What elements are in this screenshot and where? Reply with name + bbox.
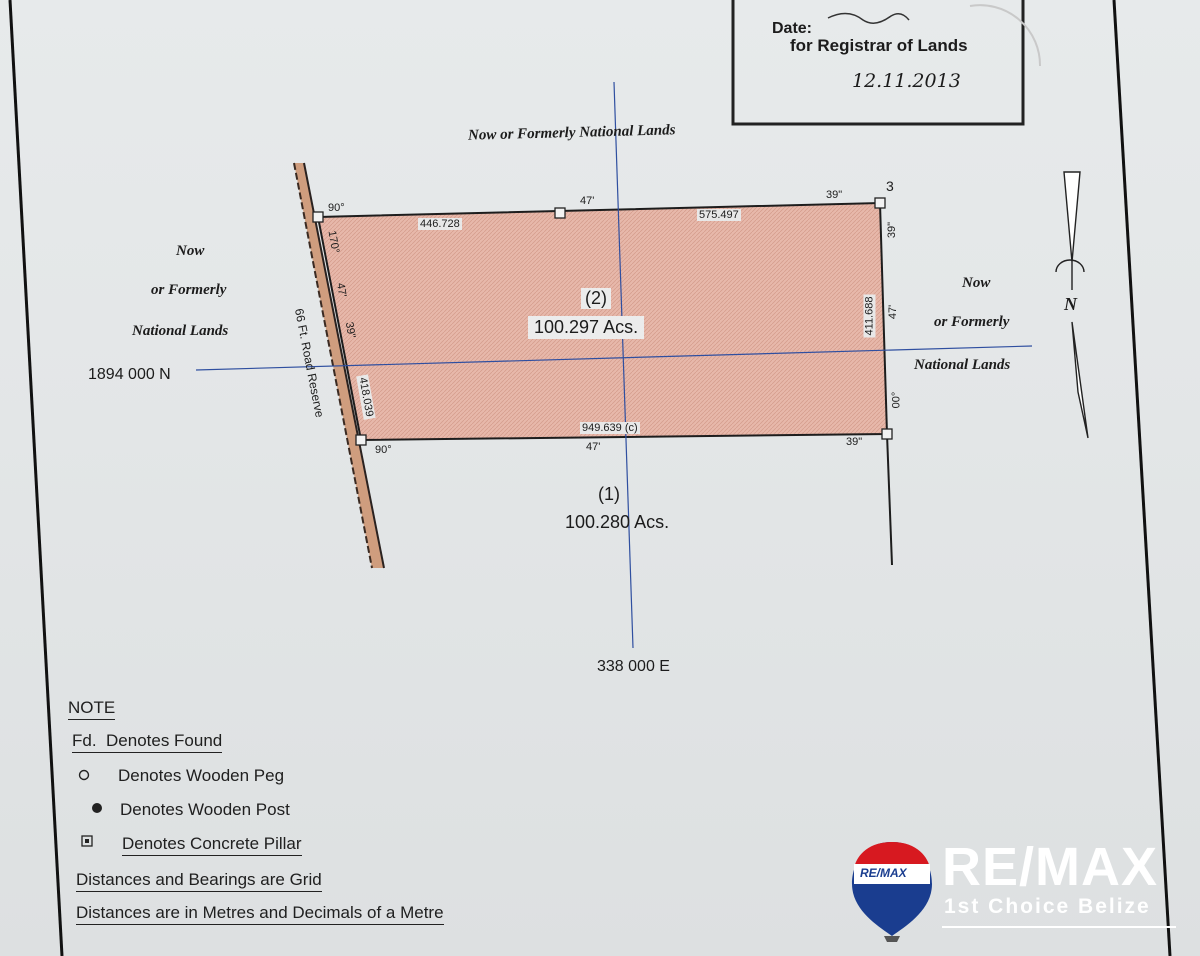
brand-subtitle: 1st Choice Belize [944, 895, 1151, 918]
east-boundary-line-2: or Formerly [934, 314, 1010, 330]
bearing-nw-corner: 90° [328, 202, 345, 214]
grid-line-easting [613, 81, 634, 649]
bearing-bottom-min: 47' [586, 441, 601, 453]
concrete-pillar-markers [312, 197, 893, 446]
note-concrete-pillar: Denotes Concrete Pillar [122, 834, 302, 856]
dimension-east-side: 411.688 [863, 294, 876, 338]
parcel-1-label: (1) [598, 484, 620, 504]
stamp-date-label: Date: [772, 20, 813, 37]
embossed-seal [969, 4, 1042, 67]
west-boundary-line-1: Now [176, 243, 205, 259]
bearing-east-min: 47' [887, 304, 900, 320]
bearing-west-min: 47' [334, 281, 349, 299]
bearing-top-sec: 39" [826, 189, 843, 201]
balloon-brand-text: RE/MAX [860, 866, 907, 880]
wooden-post-symbol [92, 803, 102, 813]
brand-wordmark: RE/MAX [942, 837, 1159, 897]
east-boundary-line-3: National Lands [914, 357, 1011, 373]
east-boundary-extension [886, 433, 893, 566]
note-grid: Distances and Bearings are Grid [76, 870, 322, 892]
wooden-peg-symbol [78, 769, 90, 781]
concrete-pillar-symbol [81, 835, 93, 847]
grid-line-northing [195, 345, 1033, 371]
bearing-west-sec: 39" [342, 321, 358, 339]
west-boundary-line-3: National Lands [132, 323, 229, 339]
page-edge-right [1112, 0, 1172, 956]
bearing-east-deg: 39" [886, 221, 899, 239]
north-arrow-letter: N [1064, 294, 1077, 314]
note-wooden-post: Denotes Wooden Post [120, 800, 290, 819]
west-boundary-line-2: or Formerly [151, 282, 227, 298]
note-units: Distances are in Metres and Decimals of … [76, 903, 444, 925]
note-heading: NOTE [68, 698, 116, 720]
grid-east-label: 338 000 E [597, 658, 670, 675]
stamp-date-value: 12.11.2013 [852, 70, 961, 92]
grid-north-label: 1894 000 N [88, 366, 171, 383]
bearing-sw-corner: 90° [375, 444, 392, 456]
bearing-east-sec: 00° [890, 391, 903, 409]
parcel-2-label: (2) [581, 288, 611, 309]
note-found: Fd. Denotes Found [72, 731, 223, 753]
east-boundary-line-1: Now [962, 275, 991, 291]
bearing-bottom-sec: 39" [846, 436, 863, 448]
dimension-south-side: 949.639 (c) [580, 422, 640, 434]
remax-balloon-logo [852, 842, 932, 942]
bearing-top-min: 47' [580, 195, 595, 207]
signature-scribble [827, 12, 910, 24]
dimension-top-right: 575.497 [697, 209, 741, 221]
dimension-top-left: 446.728 [418, 218, 462, 230]
registrar-stamp-box [731, 0, 1025, 126]
note-wooden-peg: Denotes Wooden Peg [118, 766, 285, 785]
stamp-registrar-label: for Registrar of Lands [790, 36, 968, 55]
parcel-1-area: 100.280 Acs. [565, 512, 670, 532]
corner-3-number: 3 [886, 178, 894, 194]
parcel-2-area: 100.297 Acs. [528, 316, 645, 339]
north-arrow-icon [1055, 171, 1089, 439]
page-edge-left [8, 0, 64, 956]
